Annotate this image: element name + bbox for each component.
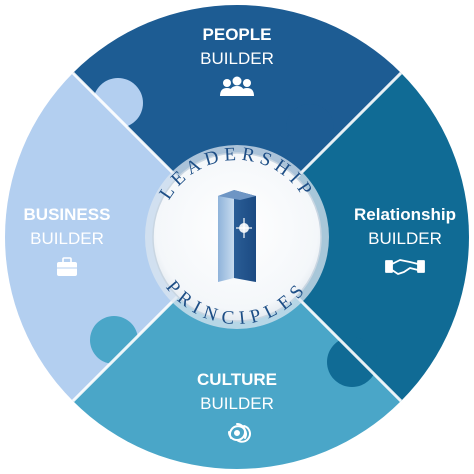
culture-subtitle: BUILDER xyxy=(200,394,274,413)
people-subtitle: BUILDER xyxy=(200,49,274,68)
pillar-emblem-icon xyxy=(218,190,256,282)
relationship-subtitle: BUILDER xyxy=(368,229,442,248)
business-title: BUSINESS xyxy=(24,205,111,224)
people-title: PEOPLE xyxy=(203,25,272,44)
culture-title: CULTURE xyxy=(197,370,277,389)
puzzle-tab-top-left xyxy=(93,78,143,128)
puzzle-tab-bottom-right xyxy=(327,337,377,387)
segment-business[interactable] xyxy=(0,0,237,474)
handshake-icon xyxy=(385,259,425,275)
puzzle-tab-bottom-left xyxy=(90,316,138,364)
business-subtitle: BUILDER xyxy=(30,229,104,248)
briefcase-icon xyxy=(57,257,77,276)
people-icon xyxy=(220,76,254,96)
culture-swirl-icon xyxy=(228,423,251,443)
segment-people[interactable] xyxy=(0,0,474,237)
segment-culture[interactable] xyxy=(0,237,474,474)
segment-relationship[interactable] xyxy=(237,0,474,474)
relationship-title: Relationship xyxy=(354,205,456,224)
puzzle-tab-top-right xyxy=(286,104,334,152)
